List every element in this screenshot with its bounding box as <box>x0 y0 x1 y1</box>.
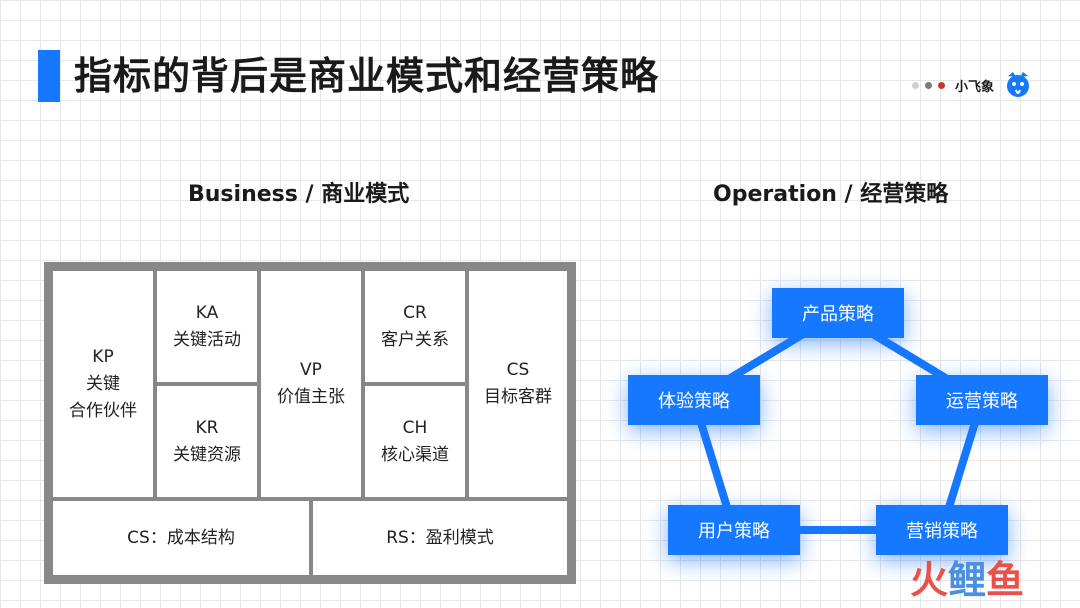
brand: 小飞象 <box>911 68 1032 102</box>
operation-title: Operation / 经营策略 <box>713 182 949 207</box>
kr-label: 关键资源 <box>173 444 241 465</box>
node-experience-strategy: 体验策略 <box>628 375 760 425</box>
business-model-canvas: KP 关键 合作伙伴 KA 关键活动 KR 关键资源 VP 价值主张 CR 客户… <box>44 262 576 584</box>
vp-label: 价值主张 <box>277 387 345 407</box>
cell-key-partners: KP 关键 合作伙伴 <box>49 267 157 501</box>
page-title: 指标的背后是商业模式和经营策略 <box>74 54 660 98</box>
kr-code: KR <box>195 417 219 438</box>
business-title: Business / 商业模式 <box>188 182 410 207</box>
cell-customer-relationships: CR 客户关系 <box>361 267 469 386</box>
watermark-char-3: 鱼 <box>986 558 1025 602</box>
elephant-logo-icon <box>1007 72 1029 97</box>
watermark-char-1: 火 <box>910 558 949 602</box>
kp-line1: 关键 <box>86 373 120 394</box>
watermark-char-2: 鲤 <box>948 558 987 602</box>
ka-code: KA <box>195 302 219 323</box>
watermark-logo: 火 鲤 鱼 <box>910 560 1024 600</box>
cell-key-resources: KR 关键资源 <box>153 382 261 501</box>
node-marketing-strategy: 营销策略 <box>876 505 1008 555</box>
ch-code: CH <box>402 417 428 438</box>
ka-label: 关键活动 <box>173 329 241 350</box>
operation-strategy-diagram: 产品策略 运营策略 营销策略 用户策略 体验策略 <box>600 260 1070 590</box>
brand-dot-2 <box>924 81 932 89</box>
node-product-strategy: 产品策略 <box>772 288 904 338</box>
cell-revenue-streams: RS：盈利模式 <box>309 497 571 579</box>
brand-name: 小飞象 <box>954 79 994 95</box>
cell-key-activities: KA 关键活动 <box>153 267 261 386</box>
cs-code: CS <box>506 360 530 380</box>
revenue-label: RS：盈利模式 <box>386 527 494 548</box>
ch-label: 核心渠道 <box>381 444 449 465</box>
node-operations-strategy: 运营策略 <box>916 375 1048 425</box>
node-user-strategy: 用户策略 <box>668 505 800 555</box>
vp-code: VP <box>300 360 322 380</box>
brand-dot-1 <box>911 81 919 89</box>
cr-label: 客户关系 <box>381 329 449 350</box>
cell-value-proposition: VP 价值主张 <box>257 267 365 501</box>
kp-code: KP <box>92 346 114 367</box>
kp-line2: 合作伙伴 <box>69 400 137 421</box>
brand-dot-3 <box>937 81 945 89</box>
cs-label: 目标客群 <box>484 387 552 407</box>
cr-code: CR <box>403 302 427 323</box>
cell-cost-structure: CS：成本结构 <box>49 497 313 579</box>
cell-customer-segments: CS 目标客群 <box>465 267 571 501</box>
cost-label: CS：成本结构 <box>127 527 235 548</box>
cell-channels: CH 核心渠道 <box>361 382 469 501</box>
title-accent-bar <box>38 50 60 102</box>
